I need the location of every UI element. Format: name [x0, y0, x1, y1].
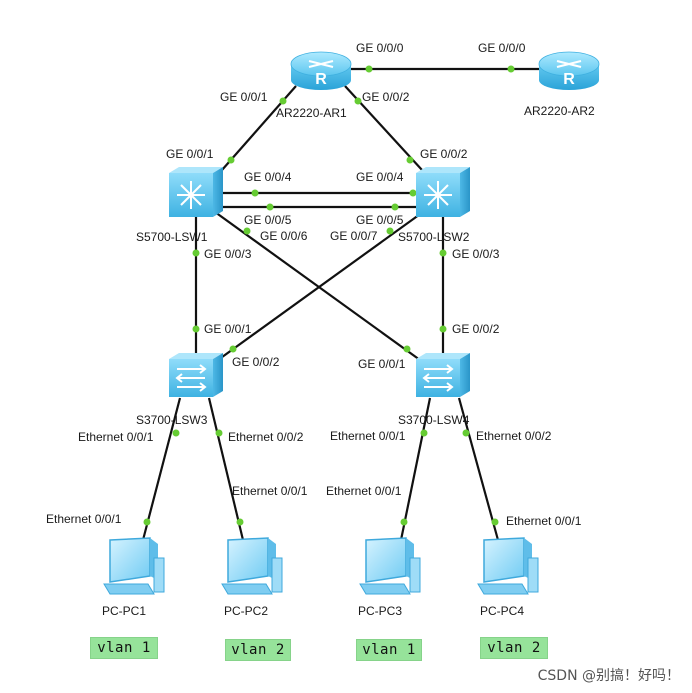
port-dot	[354, 97, 362, 105]
vlan-badge-pc1: vlan 1	[90, 637, 158, 659]
port-dot	[243, 227, 251, 235]
port-dot	[420, 429, 428, 437]
switch-lsw2[interactable]	[416, 167, 470, 217]
port-label: GE 0/0/3	[452, 247, 500, 261]
port-dot	[251, 189, 259, 197]
switch-arrows-icon	[422, 364, 454, 392]
device-label-pc1: PC-PC1	[102, 604, 146, 618]
switch-lsw1[interactable]	[169, 167, 223, 217]
port-dot	[491, 518, 499, 526]
port-dot	[462, 429, 470, 437]
device-label-pc3: PC-PC3	[358, 604, 402, 618]
switch-core-icon	[424, 181, 452, 209]
port-dot	[192, 325, 200, 333]
svg-text:R: R	[563, 71, 575, 88]
port-label: GE 0/0/2	[420, 147, 468, 161]
device-label-pc2: PC-PC2	[224, 604, 268, 618]
port-dot	[227, 156, 235, 164]
port-label: Ethernet 0/0/1	[46, 512, 122, 526]
watermark: CSDN @别搞！好吗！	[537, 668, 680, 684]
router-ar1[interactable]: R	[290, 51, 352, 90]
port-label: GE 0/0/1	[204, 322, 252, 336]
port-label: GE 0/0/4	[244, 170, 292, 184]
port-dots	[143, 65, 515, 526]
link-lsw1-lsw4	[214, 211, 421, 361]
port-dot	[266, 203, 274, 211]
port-dot	[439, 249, 447, 257]
port-dot	[215, 429, 223, 437]
device-label-lsw4: S3700-LSW4	[398, 413, 470, 427]
link-lsw2-lsw3	[217, 211, 424, 361]
pc-4[interactable]	[477, 537, 539, 595]
port-dot	[439, 325, 447, 333]
port-label: GE 0/0/6	[260, 229, 308, 243]
port-label: GE 0/0/7	[330, 229, 378, 243]
port-dot	[409, 189, 417, 197]
link-lsw3-pc1	[141, 397, 182, 541]
router-arrows-icon	[556, 60, 582, 68]
port-dot	[507, 65, 515, 73]
port-label: GE 0/0/1	[166, 147, 214, 161]
port-dot	[406, 156, 414, 164]
port-label: GE 0/0/2	[452, 322, 500, 336]
device-label-ar1: AR2220-AR1	[276, 106, 347, 120]
port-label: Ethernet 0/0/1	[326, 484, 402, 498]
port-dot	[400, 518, 408, 526]
switch-lsw3[interactable]	[169, 353, 223, 397]
port-label: Ethernet 0/0/2	[228, 430, 304, 444]
port-dot	[391, 203, 399, 211]
port-label: GE 0/0/1	[220, 90, 268, 104]
port-label: GE 0/0/1	[358, 357, 406, 371]
port-label: GE 0/0/0	[478, 41, 526, 55]
links	[141, 67, 545, 541]
port-dot	[236, 518, 244, 526]
router-arrows-icon	[308, 60, 334, 68]
pc-3[interactable]	[359, 537, 421, 595]
port-dot	[403, 345, 411, 353]
vlan-badge-pc3: vlan 1	[356, 639, 422, 661]
port-dot	[365, 65, 373, 73]
port-label: GE 0/0/2	[362, 90, 410, 104]
port-dot	[192, 249, 200, 257]
vlan-badge-pc2: vlan 2	[225, 639, 291, 661]
port-dot	[386, 227, 394, 235]
link-lsw4-pc4	[457, 397, 500, 541]
link-lsw3-pc2	[207, 397, 245, 541]
port-label: Ethernet 0/0/1	[330, 429, 406, 443]
port-label: GE 0/0/3	[204, 247, 252, 261]
device-label-lsw3: S3700-LSW3	[136, 413, 208, 427]
svg-text:R: R	[315, 71, 327, 88]
port-dot	[143, 518, 151, 526]
port-label: GE 0/0/5	[244, 213, 292, 227]
port-label: Ethernet 0/0/1	[232, 484, 308, 498]
vlan-badge-pc4: vlan 2	[480, 637, 548, 659]
device-label-lsw1: S5700-LSW1	[136, 230, 208, 244]
port-label: GE 0/0/5	[356, 213, 404, 227]
port-label: Ethernet 0/0/1	[506, 514, 582, 528]
switch-lsw4[interactable]	[416, 353, 470, 397]
switch-core-icon	[177, 181, 205, 209]
port-label: Ethernet 0/0/1	[78, 430, 154, 444]
pc-1[interactable]	[103, 537, 165, 595]
port-label: GE 0/0/0	[356, 41, 404, 55]
port-label: Ethernet 0/0/2	[476, 429, 552, 443]
pc-2[interactable]	[221, 537, 283, 595]
link-lsw4-pc3	[399, 397, 432, 541]
port-dot	[229, 345, 237, 353]
port-label: GE 0/0/4	[356, 170, 404, 184]
device-label-ar2: AR2220-AR2	[524, 104, 595, 118]
switch-arrows-icon	[175, 364, 207, 392]
port-dot	[279, 97, 287, 105]
port-label: GE 0/0/2	[232, 355, 280, 369]
router-ar2[interactable]: R	[538, 51, 600, 90]
port-dot	[172, 429, 180, 437]
device-label-pc4: PC-PC4	[480, 604, 524, 618]
device-label-lsw2: S5700-LSW2	[398, 230, 470, 244]
